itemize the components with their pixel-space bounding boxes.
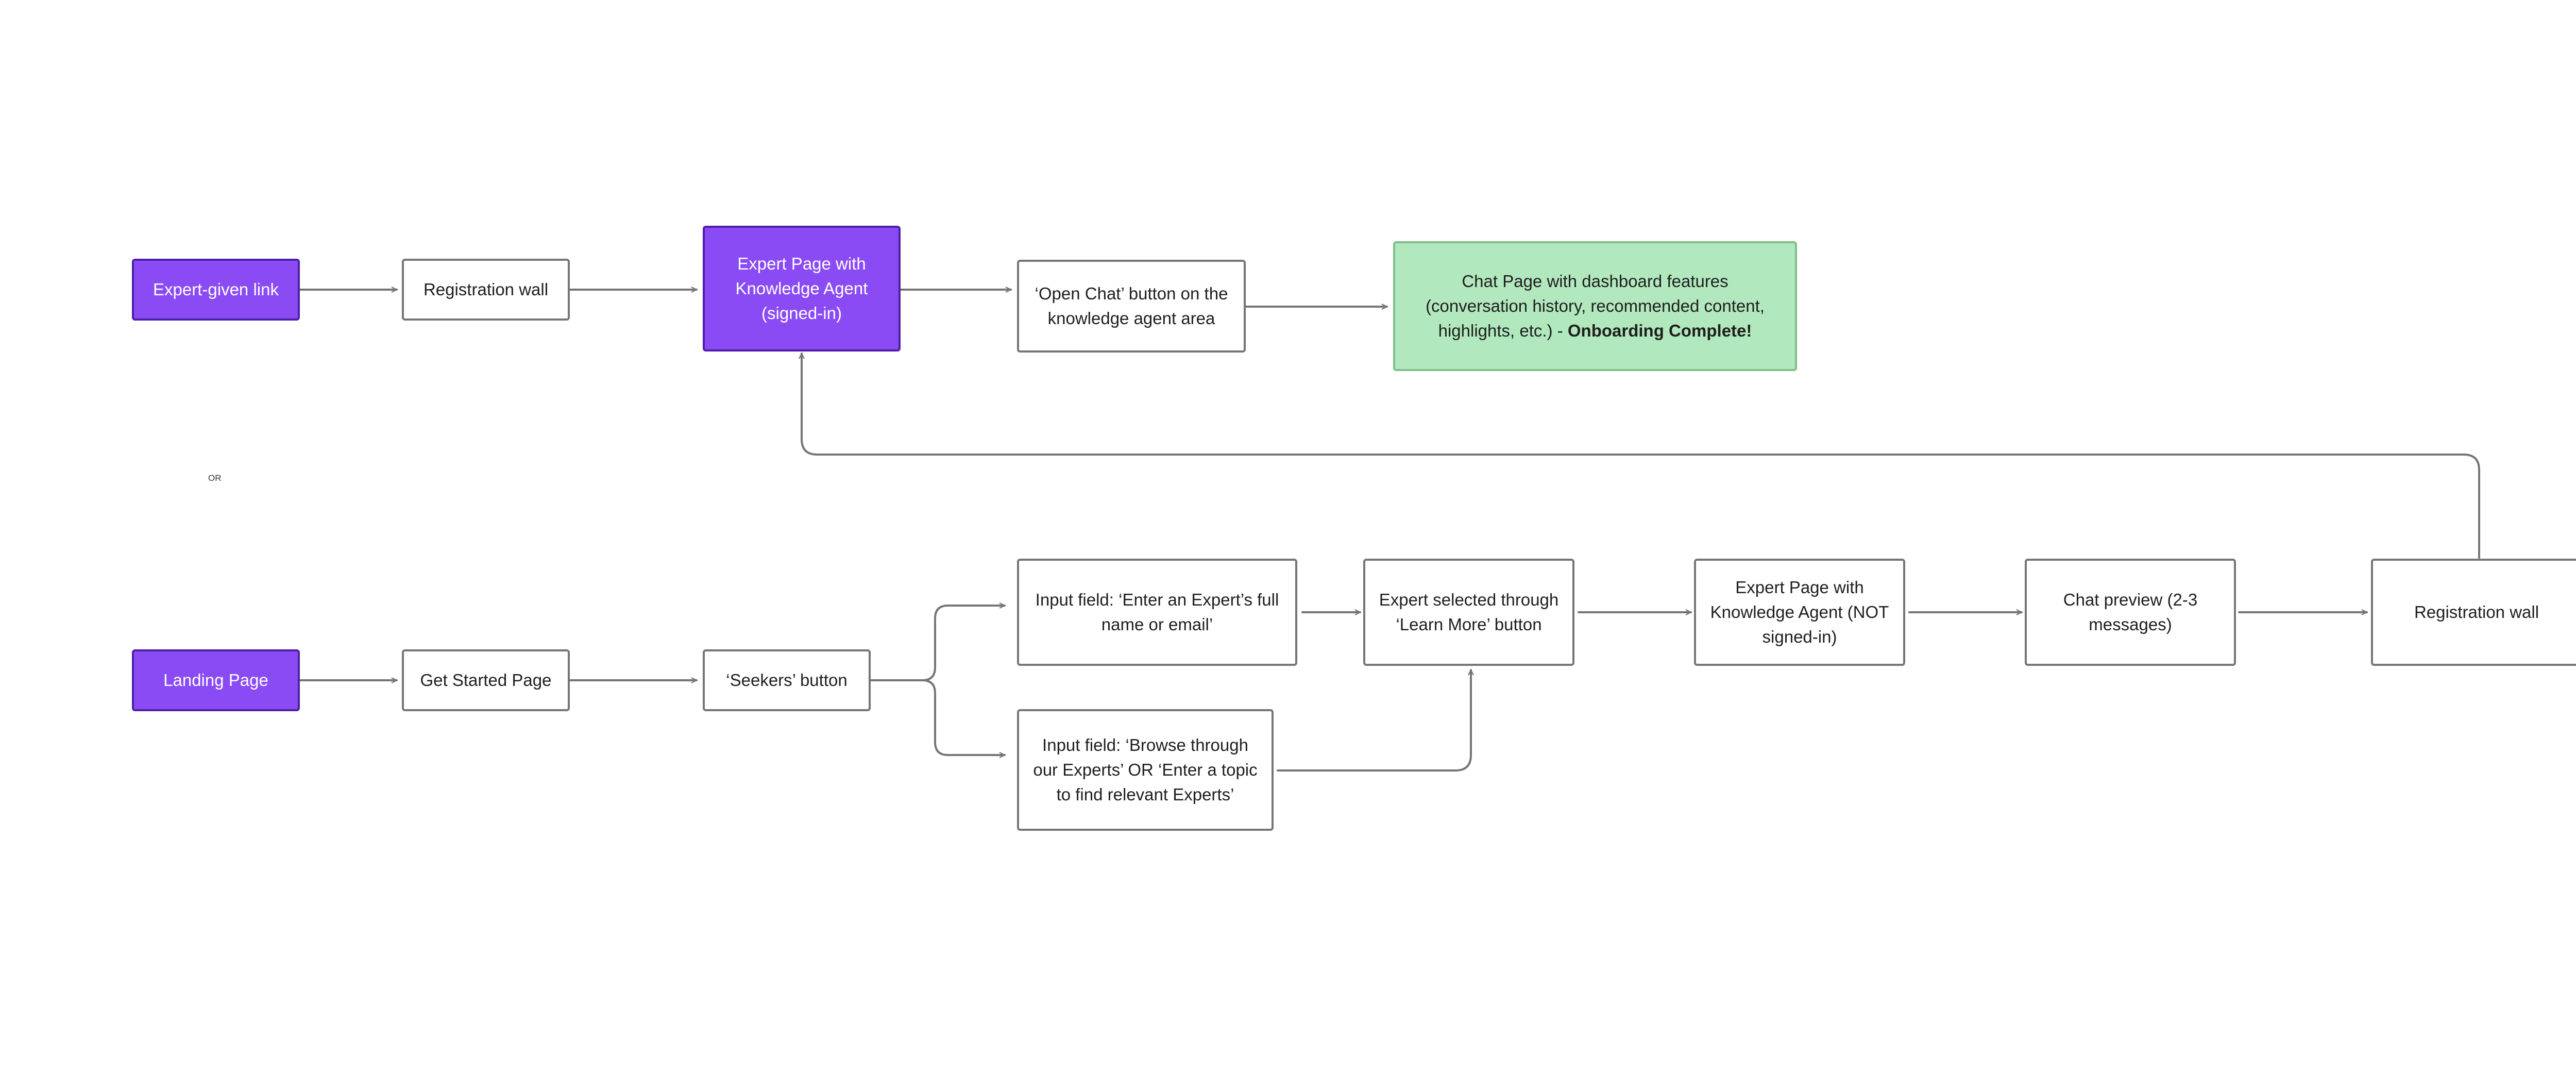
or-label: OR [208,473,222,483]
onboarding-complete-text: Onboarding Complete! [1567,321,1752,340]
expert-given-link-label: Expert-given link [153,280,279,299]
expert-page-signed-in-node: Expert Page with Knowledge Agent (signed… [703,226,901,351]
expert-selected-label: Expert selected through ‘Learn More’ but… [1379,590,1559,634]
open-chat-button-label: ‘Open Chat’ button on the knowledge agen… [1035,284,1228,328]
input-browse-node: Input field: ‘Browse through our Experts… [1017,709,1274,831]
open-chat-button-node: ‘Open Chat’ button on the knowledge agen… [1017,260,1246,353]
chat-preview-node: Chat preview (2-3 messages) [2025,559,2236,666]
input-expert-name-label: Input field: ‘Enter an Expert’s full nam… [1035,590,1279,634]
chat-preview-label: Chat preview (2-3 messages) [2063,590,2198,634]
arrow-registration-loop-to-expert-page [802,353,2480,559]
registration-wall-bottom-label: Registration wall [2414,602,2539,622]
chat-page-label: Chat Page with dashboard features (conve… [1414,269,1776,343]
arrow-seekers-to-expert-name-input [870,606,1006,681]
get-started-page-label: Get Started Page [420,670,552,690]
expert-page-signed-in-label: Expert Page with Knowledge Agent (signed… [735,254,868,323]
registration-wall-top-label: Registration wall [423,280,549,299]
expert-page-not-signed-in-label: Expert Page with Knowledge Agent (NOT si… [1710,578,1889,646]
input-expert-name-node: Input field: ‘Enter an Expert’s full nam… [1017,559,1297,666]
landing-page-node: Landing Page [132,649,300,711]
expert-page-not-signed-in-node: Expert Page with Knowledge Agent (NOT si… [1694,559,1905,666]
landing-page-label: Landing Page [163,670,268,690]
registration-wall-bottom-node: Registration wall [2371,559,2576,666]
chat-page-text: Chat Page with dashboard features (conve… [1426,272,1765,340]
expert-selected-node: Expert selected through ‘Learn More’ but… [1363,559,1574,666]
seekers-button-node: ‘Seekers’ button [703,649,871,711]
get-started-page-node: Get Started Page [402,649,570,711]
input-browse-label: Input field: ‘Browse through our Experts… [1033,735,1258,804]
registration-wall-top-node: Registration wall [402,259,570,321]
arrow-seekers-to-browse-input [921,679,1006,755]
arrow-browse-to-selected [1277,669,1471,772]
expert-given-link-node: Expert-given link [132,259,300,321]
chat-page-node: Chat Page with dashboard features (conve… [1393,241,1797,371]
seekers-button-label: ‘Seekers’ button [726,670,848,690]
